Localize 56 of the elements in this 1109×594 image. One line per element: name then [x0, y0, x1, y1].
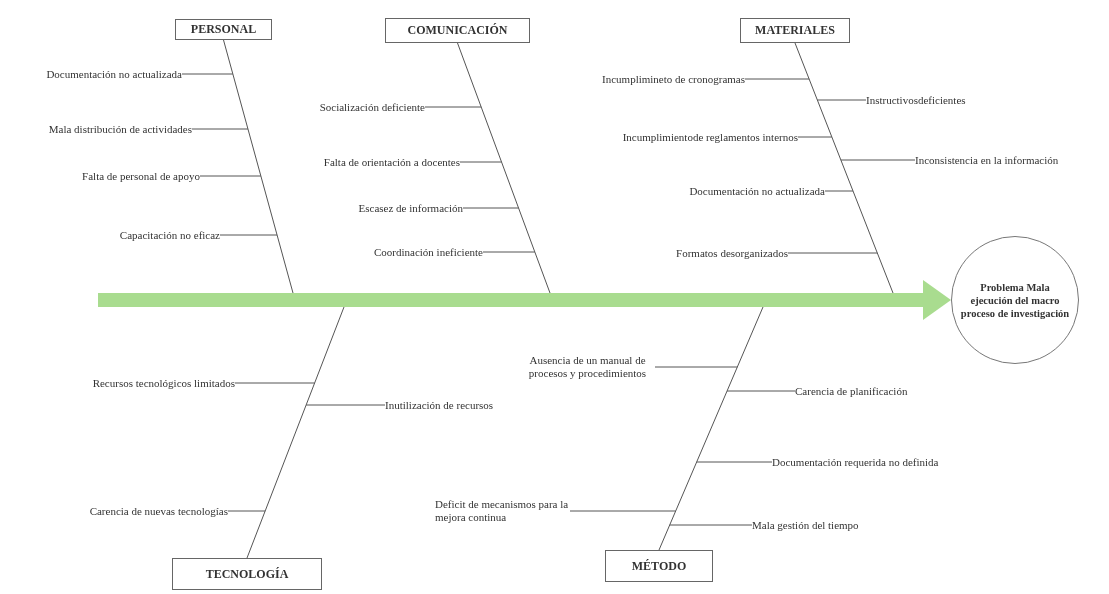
cause-text: Carencia de nuevas tecnologías: [30, 504, 228, 518]
cause-text: Documentación requerida no definida: [772, 455, 997, 469]
branch-line: [234, 382, 316, 384]
branch-line: [797, 136, 833, 138]
branch-line: [219, 234, 278, 236]
cause-text: Ausencia de un manual de procesos y procedimientos: [520, 354, 655, 380]
branch-line: [669, 524, 753, 526]
branch-line: [424, 106, 482, 108]
cause-text: Recursos tecnológicos limitados: [30, 376, 235, 390]
cause-text: Inconsistencia en la información: [915, 153, 1107, 167]
bone-line: [223, 39, 294, 294]
cause-text: Inutilización de recursos: [385, 398, 535, 412]
branch-line: [191, 128, 249, 130]
cause-text: Instructivosdeficientes: [866, 93, 1001, 107]
branch-line: [726, 390, 796, 392]
cause-text: Incumplimientode reglamentos internos: [565, 130, 798, 144]
bone-line: [794, 42, 894, 294]
cause-text: Falta de personal de apoyo: [40, 169, 200, 183]
branch-line: [459, 161, 503, 163]
cause-text: Mala gestión del tiempo: [752, 518, 902, 532]
category-box: TECNOLOGÍA: [172, 558, 322, 590]
branch-line: [199, 175, 262, 177]
branch-line: [744, 78, 810, 80]
branch-line: [824, 190, 854, 192]
bone-line: [457, 42, 551, 294]
branch-line: [654, 366, 738, 368]
branch-line: [696, 461, 773, 463]
branch-line: [462, 207, 520, 209]
category-box: MATERIALES: [740, 18, 850, 43]
category-box: COMUNICACIÓN: [385, 18, 530, 43]
branch-line: [181, 73, 234, 75]
branch-line: [482, 251, 536, 253]
cause-text: Documentación no actualizada: [10, 67, 182, 81]
cause-text: Socialización deficiente: [280, 100, 425, 114]
cause-text: Incumplimineto de cronogramas: [550, 72, 745, 86]
cause-text: Documentación no actualizada: [640, 184, 825, 198]
branch-line: [227, 510, 266, 512]
cause-text: Mala distribución de actividades: [2, 122, 192, 136]
cause-text: Coordinación ineficiente: [330, 245, 483, 259]
branch-line: [305, 404, 386, 406]
bone-line: [658, 306, 764, 551]
cause-text: Deficit de mecanismos para la mejora continua: [435, 498, 570, 524]
cause-text: Capacitación no eficaz: [80, 228, 220, 242]
branch-line: [840, 159, 916, 161]
cause-text: Escasez de información: [320, 201, 463, 215]
category-box: PERSONAL: [175, 19, 272, 40]
category-box: MÉTODO: [605, 550, 713, 582]
branch-line: [787, 252, 878, 254]
branch-line: [569, 510, 677, 512]
branch-line: [816, 99, 867, 101]
problem-circle: Problema Mala ejecución del macro proceso de investigación: [951, 236, 1079, 364]
bone-line: [246, 306, 345, 559]
cause-text: Falta de orientación a docentes: [270, 155, 460, 169]
spine-arrow: [98, 280, 951, 320]
cause-text: Carencia de planificación: [795, 384, 960, 398]
cause-text: Formatos desorganizados: [625, 246, 788, 260]
